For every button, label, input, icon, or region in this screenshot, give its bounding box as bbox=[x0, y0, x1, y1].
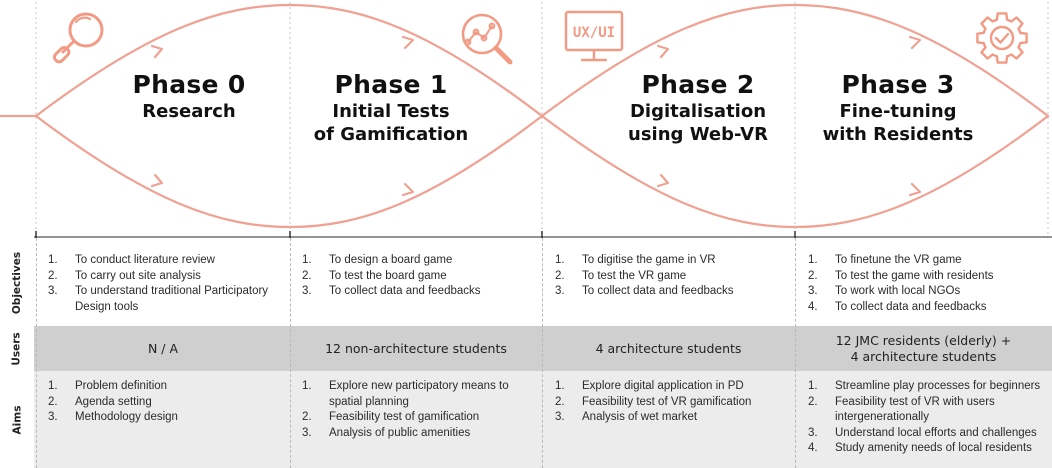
phase-name: Phase 2 bbox=[641, 70, 755, 99]
list-item: 2.Feasibility test of VR with users inte… bbox=[808, 395, 995, 424]
list-item: 1.Explore digital application in PD bbox=[555, 380, 744, 392]
phase-subtitle: Fine-tuning bbox=[839, 101, 957, 122]
phase-subtitle: of Gamification bbox=[313, 124, 469, 145]
phase-0-title: Phase 0 Research bbox=[69, 70, 309, 123]
arrow-icon bbox=[908, 35, 922, 50]
users-cell-phase-0: N / A bbox=[147, 340, 179, 356]
ux-ui-icon-text: UX/UI bbox=[573, 25, 615, 41]
list-item: 2.To test the board game bbox=[302, 269, 447, 282]
phase-subtitle: with Residents bbox=[822, 124, 974, 145]
list-item: 4.Study amenity needs of local residents bbox=[808, 442, 1032, 455]
gear-check-icon bbox=[976, 12, 1028, 64]
data-magnifier-icon bbox=[461, 13, 513, 65]
list-item: 1.To digitise the game in VR bbox=[555, 254, 716, 266]
arrow-icon bbox=[150, 44, 164, 59]
arrow-icon bbox=[401, 182, 415, 197]
row-label-text: Objectives bbox=[11, 251, 24, 315]
diamond-1-lower-curve bbox=[34, 114, 544, 229]
diamond-2-lower-curve bbox=[540, 114, 1050, 229]
objectives-cell-phase-3: 1.To finetune the VR game 2.To test the … bbox=[808, 253, 1048, 315]
users-band bbox=[34, 326, 1052, 371]
list-item: 1.Explore new participatory means to spa… bbox=[302, 380, 509, 408]
row-label-text: Users bbox=[10, 331, 23, 366]
phase-subtitle: Initial Tests bbox=[332, 101, 450, 122]
list-item: 2.To carry out site analysis bbox=[48, 269, 201, 282]
phase-2-title: Phase 2 Digitalisation using Web-VR bbox=[578, 70, 818, 146]
phase-name: Phase 1 bbox=[334, 70, 448, 99]
list-item: 2.To test the VR game bbox=[555, 269, 687, 282]
objectives-row-label: Objectives bbox=[0, 240, 34, 326]
arrow-icon bbox=[908, 182, 922, 197]
list-item: 1.Problem definition bbox=[48, 380, 168, 392]
column-divider bbox=[290, 238, 291, 468]
check-icon bbox=[994, 32, 1010, 44]
arrow-icon bbox=[150, 173, 164, 188]
aims-cell-phase-2: 1.Explore digital application in PD 2.Fe… bbox=[555, 379, 791, 426]
diamond-1-upper-curve bbox=[34, 3, 544, 118]
objectives-cell-phase-2: 1.To digitise the game in VR 2.To test t… bbox=[555, 253, 791, 300]
arrow-icon bbox=[656, 44, 670, 59]
phase-subtitle: using Web-VR bbox=[628, 124, 768, 145]
phase-1-title: Phase 1 Initial Tests of Gamification bbox=[271, 70, 511, 146]
objectives-cell-phase-1: 1.To design a board game 2.To test the b… bbox=[302, 253, 538, 300]
list-item: 3.To understand traditional Participator… bbox=[48, 285, 269, 313]
list-item: 1.To design a board game bbox=[302, 254, 453, 266]
phase-subtitle: Research bbox=[142, 101, 236, 122]
users-cell-phase-2: 4 architecture students bbox=[595, 340, 742, 356]
list-item: 1.To conduct literature review bbox=[48, 254, 215, 266]
diamond-2-upper-curve bbox=[540, 3, 1050, 118]
gear-outline bbox=[976, 12, 1028, 64]
users-row-label: Users bbox=[0, 326, 34, 371]
aims-band bbox=[34, 371, 1052, 468]
objectives-cell-phase-0: 1.To conduct literature review 2.To carr… bbox=[48, 253, 284, 315]
aims-cell-phase-1: 1.Explore new participatory means to spa… bbox=[302, 379, 536, 441]
list-item: 4.To collect data and feedbacks bbox=[808, 300, 987, 313]
phase-name: Phase 0 bbox=[132, 70, 246, 99]
list-item: 3.Analysis of public amenities bbox=[302, 426, 471, 439]
list-item: 1.Streamline play processes for beginner… bbox=[808, 380, 1041, 392]
phase-subtitle: Digitalisation bbox=[629, 101, 767, 122]
list-item: 2.To test the game with residents bbox=[808, 269, 994, 282]
aims-row-label: Aims bbox=[0, 371, 34, 468]
list-item: 3.Analysis of wet market bbox=[555, 411, 698, 424]
column-divider bbox=[542, 238, 543, 468]
column-divider bbox=[36, 238, 37, 468]
list-item: 3.Understand local efforts and challenge… bbox=[808, 426, 1037, 439]
users-cell-phase-1: 12 non-architecture students bbox=[325, 340, 507, 356]
double-diamond-diagram bbox=[0, 2, 1052, 238]
list-item: 3.To collect data and feedbacks bbox=[302, 285, 481, 298]
list-item: 3.To work with local NGOs bbox=[808, 285, 961, 298]
magnifier-icon bbox=[52, 12, 104, 64]
arrow-icon bbox=[656, 173, 670, 188]
arrow-icon bbox=[401, 35, 415, 50]
list-item: 3.To collect data and feedbacks bbox=[555, 285, 734, 298]
aims-cell-phase-3: 1.Streamline play processes for beginner… bbox=[808, 379, 1048, 457]
gear-inner-ring bbox=[989, 25, 1015, 51]
column-divider bbox=[795, 238, 796, 468]
list-item: 2.Feasibility test of gamification bbox=[302, 411, 480, 424]
users-cell-phase-3: 12 JMC residents (elderly) +4 architectu… bbox=[835, 332, 1012, 364]
monitor-icon: UX/UI bbox=[564, 10, 624, 62]
list-item: 1.To finetune the VR game bbox=[808, 254, 962, 266]
list-item: 3.Methodology design bbox=[48, 411, 178, 424]
list-item: 2.Feasibility test of VR gamification bbox=[555, 395, 752, 408]
phase-name: Phase 3 bbox=[841, 70, 955, 99]
row-label-text: Aims bbox=[10, 405, 23, 434]
aims-cell-phase-0: 1.Problem definition 2.Agenda setting 3.… bbox=[48, 379, 284, 426]
list-item: 2.Agenda setting bbox=[48, 395, 152, 408]
phase-3-title: Phase 3 Fine-tuning with Residents bbox=[778, 70, 1018, 146]
